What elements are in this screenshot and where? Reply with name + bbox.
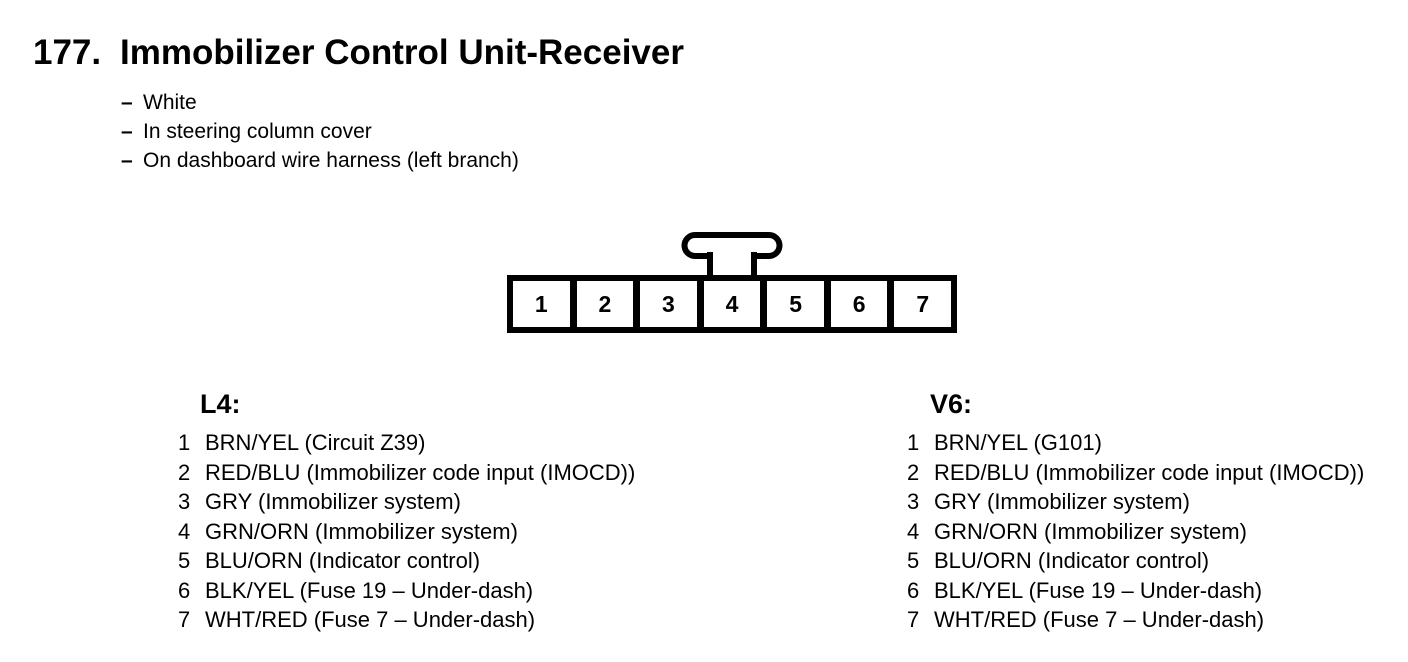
pin-row: 1 BRN/YEL (G101) xyxy=(907,428,1364,458)
pin-description: RED/BLU (Immobilizer code input (IMOCD)) xyxy=(934,459,1365,485)
pinout-list-l4: 1 BRN/YEL (Circuit Z39) 2 RED/BLU (Immobil… xyxy=(178,428,635,635)
pin-number: 5 xyxy=(907,548,920,573)
pin-cell-4: 4 xyxy=(703,281,761,327)
note-text: In steering column cover xyxy=(143,120,372,143)
pin-number: 4 xyxy=(907,518,920,544)
pin-number: 7 xyxy=(178,607,191,632)
pin-description: BLK/YEL (Fuse 19 – Under-dash) xyxy=(205,577,534,603)
note-dash: – xyxy=(121,91,133,114)
pin-number: 3 xyxy=(178,489,191,514)
pin-description: BLK/YEL (Fuse 19 – Under-dash) xyxy=(934,577,1263,603)
note-item: –White xyxy=(121,88,519,117)
pin-row: 2 RED/BLU (Immobilizer code input (IMOCD)… xyxy=(907,458,1364,488)
pin-description: GRY (Immobilizer system) xyxy=(205,489,461,514)
pin-number: 5 xyxy=(178,548,191,573)
pin-row: 4 GRN/ORN (Immobilizer system) xyxy=(178,517,635,547)
notes-list: –White –In steering column cover –On das… xyxy=(121,88,519,175)
pin-row: 7 WHT/RED (Fuse 7 – Under-dash) xyxy=(907,605,1364,635)
pin-row: 6 BLK/YEL (Fuse 19 – Under-dash) xyxy=(178,576,635,606)
pin-description: GRY (Immobilizer system) xyxy=(934,489,1190,514)
pin-row: 2 RED/BLU (Immobilizer code input (IMOCD)… xyxy=(178,458,635,488)
pin-number: 1 xyxy=(907,430,920,455)
pinout-list-v6: 1 BRN/YEL (G101) 2 RED/BLU (Immobilizer co… xyxy=(907,428,1364,635)
page-title-row: 177. Immobilizer Control Unit-Receiver xyxy=(33,34,684,71)
pin-row: 3 GRY (Immobilizer system) xyxy=(178,487,635,517)
pin-cell-5: 5 xyxy=(767,281,824,327)
pin-description: WHT/RED (Fuse 7 – Under-dash) xyxy=(934,607,1265,632)
note-text: On dashboard wire harness (left branch) xyxy=(143,149,519,172)
pin-cell-1: 1 xyxy=(513,281,570,327)
pin-description: GRN/ORN (Immobilizer system) xyxy=(205,518,518,544)
pin-row: 5 BLU/ORN (Indicator control) xyxy=(178,546,635,576)
pin-description: WHT/RED (Fuse 7 – Under-dash) xyxy=(205,607,536,632)
note-item: –In steering column cover xyxy=(121,117,519,146)
pin-description: BRN/YEL (Circuit Z39) xyxy=(205,430,426,455)
pin-cell-7: 7 xyxy=(894,281,952,327)
pin-number: 4 xyxy=(178,518,191,544)
note-text: White xyxy=(143,91,197,114)
pinout-heading-l4: L4: xyxy=(200,389,241,419)
pin-number: 3 xyxy=(907,489,920,514)
pin-row: 5 BLU/ORN (Indicator control) xyxy=(907,546,1364,576)
pin-number: 6 xyxy=(907,577,920,603)
pin-number: 7 xyxy=(907,607,920,632)
connector-tab-stem xyxy=(707,252,757,275)
section-number: 177. xyxy=(33,33,102,72)
pin-number: 2 xyxy=(907,459,920,485)
pin-description: GRN/ORN (Immobilizer system) xyxy=(934,518,1247,544)
pin-cell-6: 6 xyxy=(830,281,888,327)
pin-row: 6 BLK/YEL (Fuse 19 – Under-dash) xyxy=(907,576,1364,606)
pin-number: 1 xyxy=(178,430,191,455)
pin-description: BLU/ORN (Indicator control) xyxy=(934,548,1210,573)
pin-row: 7 WHT/RED (Fuse 7 – Under-dash) xyxy=(178,605,635,635)
pin-row: 4 GRN/ORN (Immobilizer system) xyxy=(907,517,1364,547)
note-item: –On dashboard wire harness (left branch) xyxy=(121,146,519,175)
pin-number: 2 xyxy=(178,459,191,485)
page-title: Immobilizer Control Unit-Receiver xyxy=(120,33,684,72)
pin-description: BLU/ORN (Indicator control) xyxy=(205,548,481,573)
connector-body: 1 2 3 4 5 6 7 xyxy=(507,275,957,333)
pinout-heading-v6: V6: xyxy=(930,389,973,419)
connector-diagram: 1 2 3 4 5 6 7 xyxy=(507,232,957,333)
pin-description: RED/BLU (Immobilizer code input (IMOCD)) xyxy=(205,459,636,485)
pin-description: BRN/YEL (G101) xyxy=(934,430,1102,455)
note-dash: – xyxy=(121,120,133,143)
pin-row: 1 BRN/YEL (Circuit Z39) xyxy=(178,428,635,458)
pin-cell-3: 3 xyxy=(640,281,697,327)
pin-cell-2: 2 xyxy=(576,281,634,327)
note-dash: – xyxy=(121,149,133,172)
pin-number: 6 xyxy=(178,577,191,603)
pin-row: 3 GRY (Immobilizer system) xyxy=(907,487,1364,517)
